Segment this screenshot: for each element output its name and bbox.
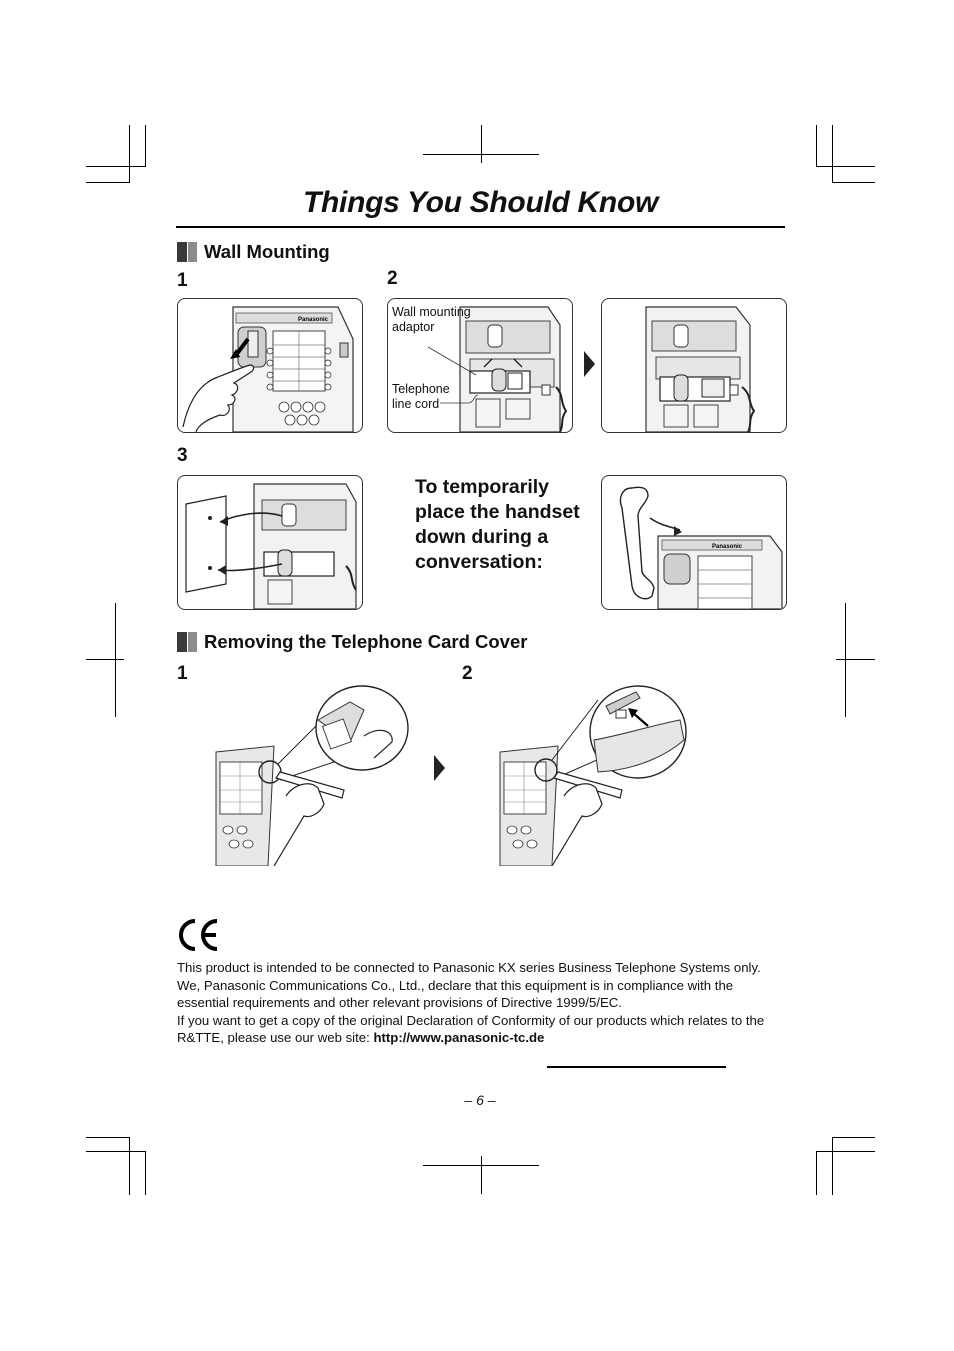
illustration-card-cover-step2 bbox=[498, 680, 694, 871]
section-marker-icon bbox=[177, 632, 197, 652]
illustration-press-hook: Panasonic bbox=[177, 298, 363, 433]
website-link[interactable]: http://www.panasonic-tc.de bbox=[373, 1030, 545, 1046]
brand-label: Panasonic bbox=[298, 317, 329, 323]
step-number: 1 bbox=[177, 270, 188, 291]
step-number: 1 bbox=[177, 663, 188, 684]
title-divider bbox=[176, 226, 785, 228]
step-number: 2 bbox=[462, 663, 473, 684]
section-marker-icon bbox=[177, 242, 197, 262]
compliance-paragraph-lead: If you want to get a copy of the origina… bbox=[177, 1012, 765, 1046]
page-number: – 6 – bbox=[464, 1092, 496, 1108]
illustration-wall-adaptor bbox=[387, 298, 573, 433]
compliance-paragraph: This product is intended to be connected… bbox=[177, 960, 761, 975]
illustration-card-cover-step1 bbox=[214, 680, 410, 871]
brand-label: Panasonic bbox=[712, 544, 743, 550]
next-arrow-icon bbox=[434, 755, 445, 781]
section-heading-text: Removing the Telephone Card Cover bbox=[204, 631, 528, 652]
callout-wall-mounting-adaptor: Wall mounting adaptor bbox=[392, 305, 471, 334]
temporary-handset-instruction: To temporarily place the handset down du… bbox=[415, 476, 580, 573]
step-number: 3 bbox=[177, 445, 188, 466]
section-heading-text: Wall Mounting bbox=[204, 241, 330, 262]
url-underline bbox=[547, 1066, 726, 1068]
step-number: 2 bbox=[387, 268, 398, 289]
callout-telephone-line-cord: Telephone line cord bbox=[392, 382, 450, 411]
page-title: Things You Should Know bbox=[302, 186, 659, 219]
compliance-statement: This product is intended to be connected… bbox=[177, 959, 777, 1047]
section-heading-wall-mounting: Wall Mounting bbox=[177, 241, 330, 263]
illustration-handset-rest: Panasonic bbox=[601, 475, 787, 610]
compliance-paragraph: If you want to get a copy of the origina… bbox=[177, 1012, 777, 1047]
next-arrow-icon bbox=[584, 351, 595, 377]
illustration-hang-on-wall bbox=[177, 475, 363, 610]
section-heading-card-cover: Removing the Telephone Card Cover bbox=[177, 631, 527, 653]
illustration-adaptor-attached bbox=[601, 298, 787, 433]
ce-mark-icon: CE bbox=[176, 917, 220, 958]
compliance-paragraph: We, Panasonic Communications Co., Ltd., … bbox=[177, 977, 734, 1011]
